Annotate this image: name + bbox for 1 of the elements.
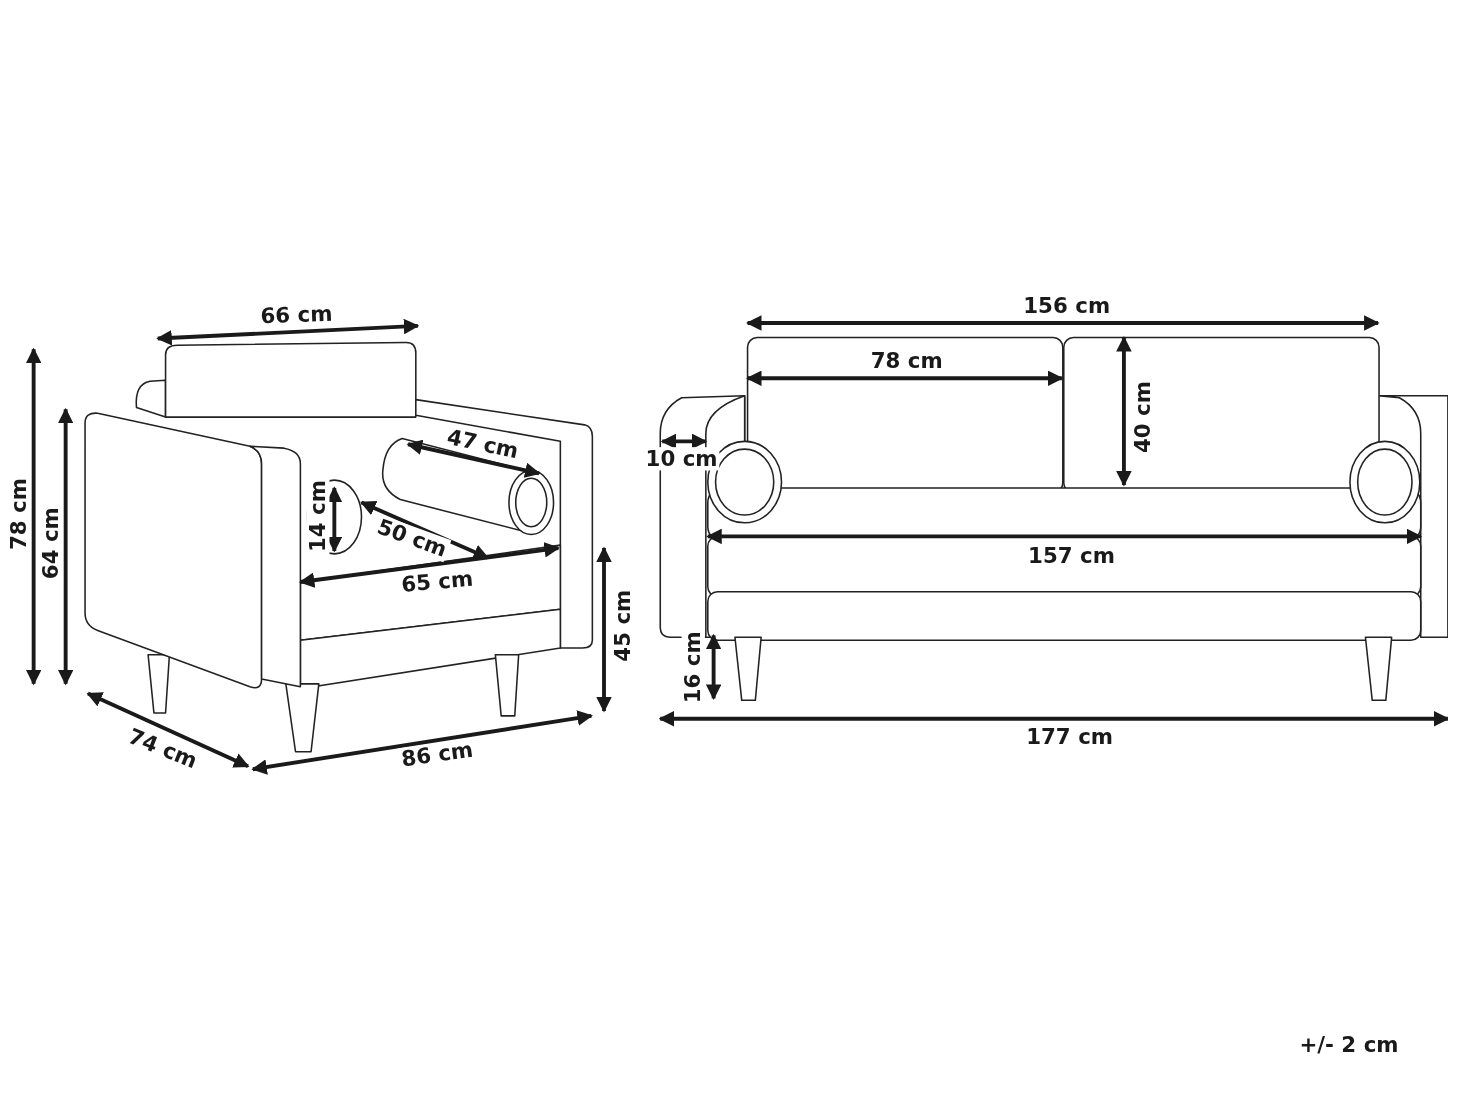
dimension-label: 14 cm [306,478,330,554]
